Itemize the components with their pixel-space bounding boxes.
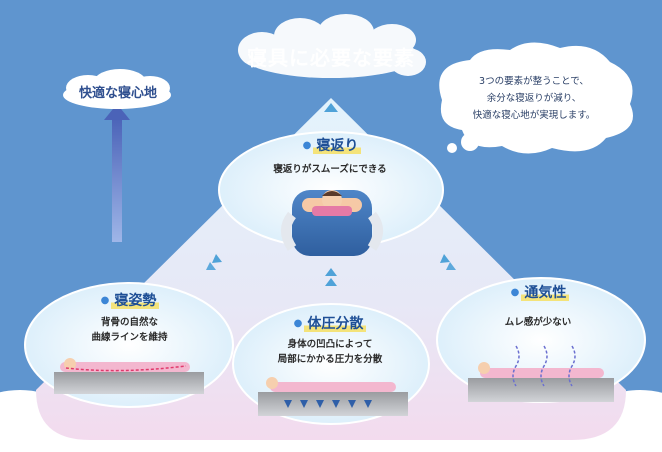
description-nesisei: 背骨の自然な 曲線ラインを維持 [62,315,197,345]
thought-bubble-text: 3つの要素が整うことで、 余分な寝返りが減り、 快適な寝心地が実現します。 [454,73,614,124]
pillow-illustration [281,190,383,256]
heading-tsuki-label: 通気性 [521,285,570,301]
mattress-tsuki [468,345,614,402]
heading-nesisei: ●寝姿勢 [80,290,180,310]
bullet-dot-icon: ● [100,295,110,306]
connector-arrows [206,254,456,286]
bullet-dot-icon: ● [510,287,520,298]
heading-nerigaeri-label: 寝返り [313,138,362,154]
heading-taiatsu: ●体圧分散 [280,313,380,333]
up-arrow-shaft [112,118,122,242]
heading-nerigaeri: ●寝返り [282,135,382,155]
goal-cloud [63,69,171,109]
bubble-line-2: 余分な寝返りが減り、 [486,93,582,104]
description-tsuki: ムレ感が少ない [504,317,572,328]
diagram-title: 寝具に必要な要素 [247,46,415,70]
heading-tsuki: ●通気性 [490,282,590,302]
bubble-line-3: 快適な寝心地が実現します。 [472,110,596,121]
bullet-dot-icon: ● [293,318,303,329]
heading-nesisei-label: 寝姿勢 [111,293,160,309]
bubble-line-1: 3つの要素が整うことで、 [479,76,589,87]
description-nesisei-line-2: 曲線ラインを維持 [91,332,168,343]
description-taiatsu: 身体の凹凸によって 局部にかかる圧力を分散 [250,337,410,367]
thought-bubble [439,42,633,154]
description-taiatsu-line-1: 身体の凹凸によって [287,339,373,350]
bullet-dot-icon: ● [302,140,312,151]
description-taiatsu-line-2: 局部にかかる圧力を分散 [277,354,383,365]
goal-label: 快適な寝心地 [78,86,157,101]
description-nerigaeri: 寝返りがスムーズにできる [273,164,387,175]
mattress-taiatsu [258,377,408,416]
title-cloud [238,14,426,78]
up-triangle-icon [324,103,338,112]
up-arrow-icon [104,104,130,120]
heading-taiatsu-label: 体圧分散 [304,316,367,332]
description-nesisei-line-1: 背骨の自然な [100,317,158,328]
mattress-nesisei [54,358,204,394]
